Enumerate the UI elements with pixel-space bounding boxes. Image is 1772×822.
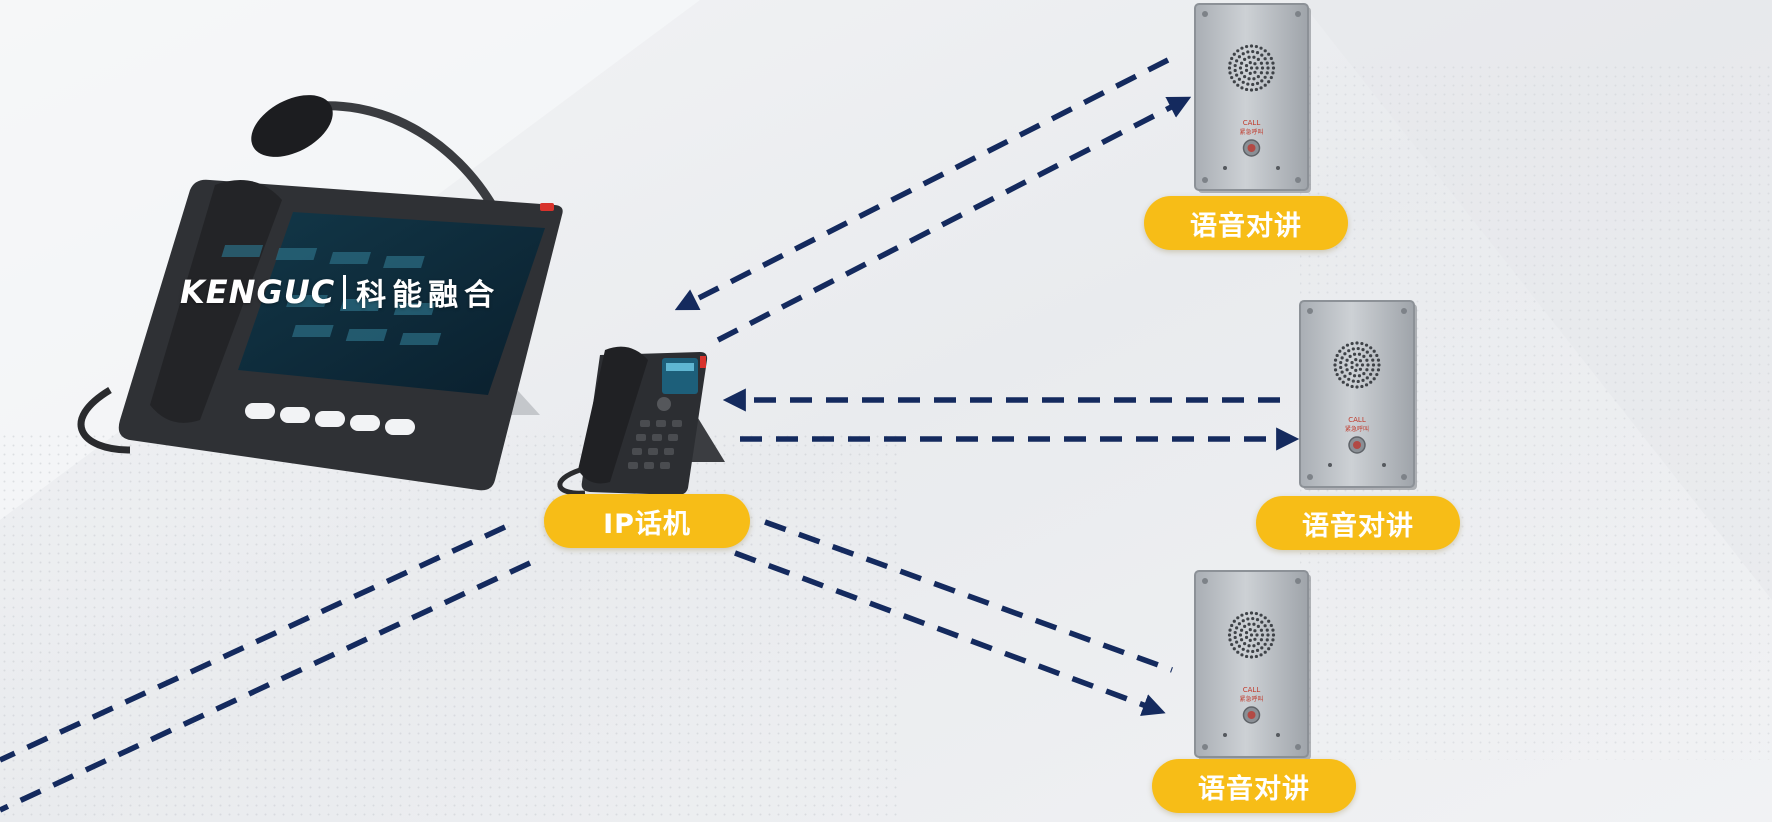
screw-icon xyxy=(1295,744,1301,750)
arrow-phone-to-bottom-upper xyxy=(764,519,1173,673)
call-button-led xyxy=(1353,441,1361,449)
console-screen xyxy=(238,212,545,395)
call-text: CALL xyxy=(1243,119,1261,127)
ip-phone-handset xyxy=(578,346,648,484)
arrow-to-offscreen-upper xyxy=(0,524,507,763)
screw-icon xyxy=(1202,744,1208,750)
call-text: CALL xyxy=(1243,686,1261,694)
screw-icon xyxy=(1295,11,1301,17)
call-text: CALL xyxy=(1348,416,1366,424)
ip-phone-navkey xyxy=(657,397,671,411)
arrow-top-to-phone xyxy=(674,57,1170,311)
arrow-phone-to-top xyxy=(716,96,1192,343)
screw-icon xyxy=(1202,578,1208,584)
dot-pattern-left xyxy=(0,430,900,822)
speaker-grille-icon xyxy=(1333,341,1381,389)
intercom-middle-label: 语音对讲 xyxy=(1256,496,1460,550)
screen-grid xyxy=(221,245,442,345)
ip-phone-keypad xyxy=(628,420,682,469)
console-button-2 xyxy=(280,407,310,423)
handset-cord xyxy=(77,386,131,454)
screw-icon xyxy=(1295,177,1301,183)
ip-phone-cord xyxy=(557,467,586,496)
call-cn-text: 紧急呼叫 xyxy=(1239,695,1263,703)
console-button-3 xyxy=(315,411,345,427)
intercom-top-label: 语音对讲 xyxy=(1144,196,1348,250)
call-cn-text: 紧急呼叫 xyxy=(1345,425,1369,433)
connection-arrows xyxy=(0,57,1300,813)
screw-icon xyxy=(1401,308,1407,314)
indicator-led xyxy=(540,203,554,211)
ip-phone-device xyxy=(557,346,725,496)
console-button-1 xyxy=(245,403,275,419)
handset xyxy=(150,180,282,423)
screw-icon xyxy=(1295,578,1301,584)
call-button-led xyxy=(1247,711,1256,719)
screw-icon xyxy=(1202,177,1208,183)
call-button-led xyxy=(1247,144,1256,152)
logo-separator xyxy=(343,275,347,309)
logo-chinese: 科能融合 xyxy=(356,278,501,313)
logo-english: KENGUC xyxy=(180,273,336,311)
desktop-console-phone xyxy=(77,95,563,491)
kenguc-logo: KENGUC 科能融合 xyxy=(180,272,501,313)
intercom-bottom-label: 语音对讲 xyxy=(1152,759,1356,813)
ip-phone-stand xyxy=(690,405,725,462)
screw-icon xyxy=(1307,474,1313,480)
console-button-5 xyxy=(385,419,415,435)
ip-phone-label: IP话机 xyxy=(544,494,750,548)
console-buttons xyxy=(245,403,415,435)
speaker-grille-icon xyxy=(1227,611,1276,659)
screw-icon xyxy=(1307,308,1313,314)
ip-phone-led xyxy=(700,356,706,368)
screw-icon xyxy=(1202,11,1208,17)
microphone-head xyxy=(251,95,333,157)
arrow-phone-to-bottom xyxy=(734,550,1166,716)
call-cn-text: 紧急呼叫 xyxy=(1239,128,1263,136)
console-button-4 xyxy=(350,415,380,431)
speaker-grille-icon xyxy=(1227,44,1276,92)
screw-icon xyxy=(1401,474,1407,480)
ip-phone-screen-header xyxy=(666,363,694,371)
arrow-to-offscreen-lower xyxy=(0,560,532,813)
